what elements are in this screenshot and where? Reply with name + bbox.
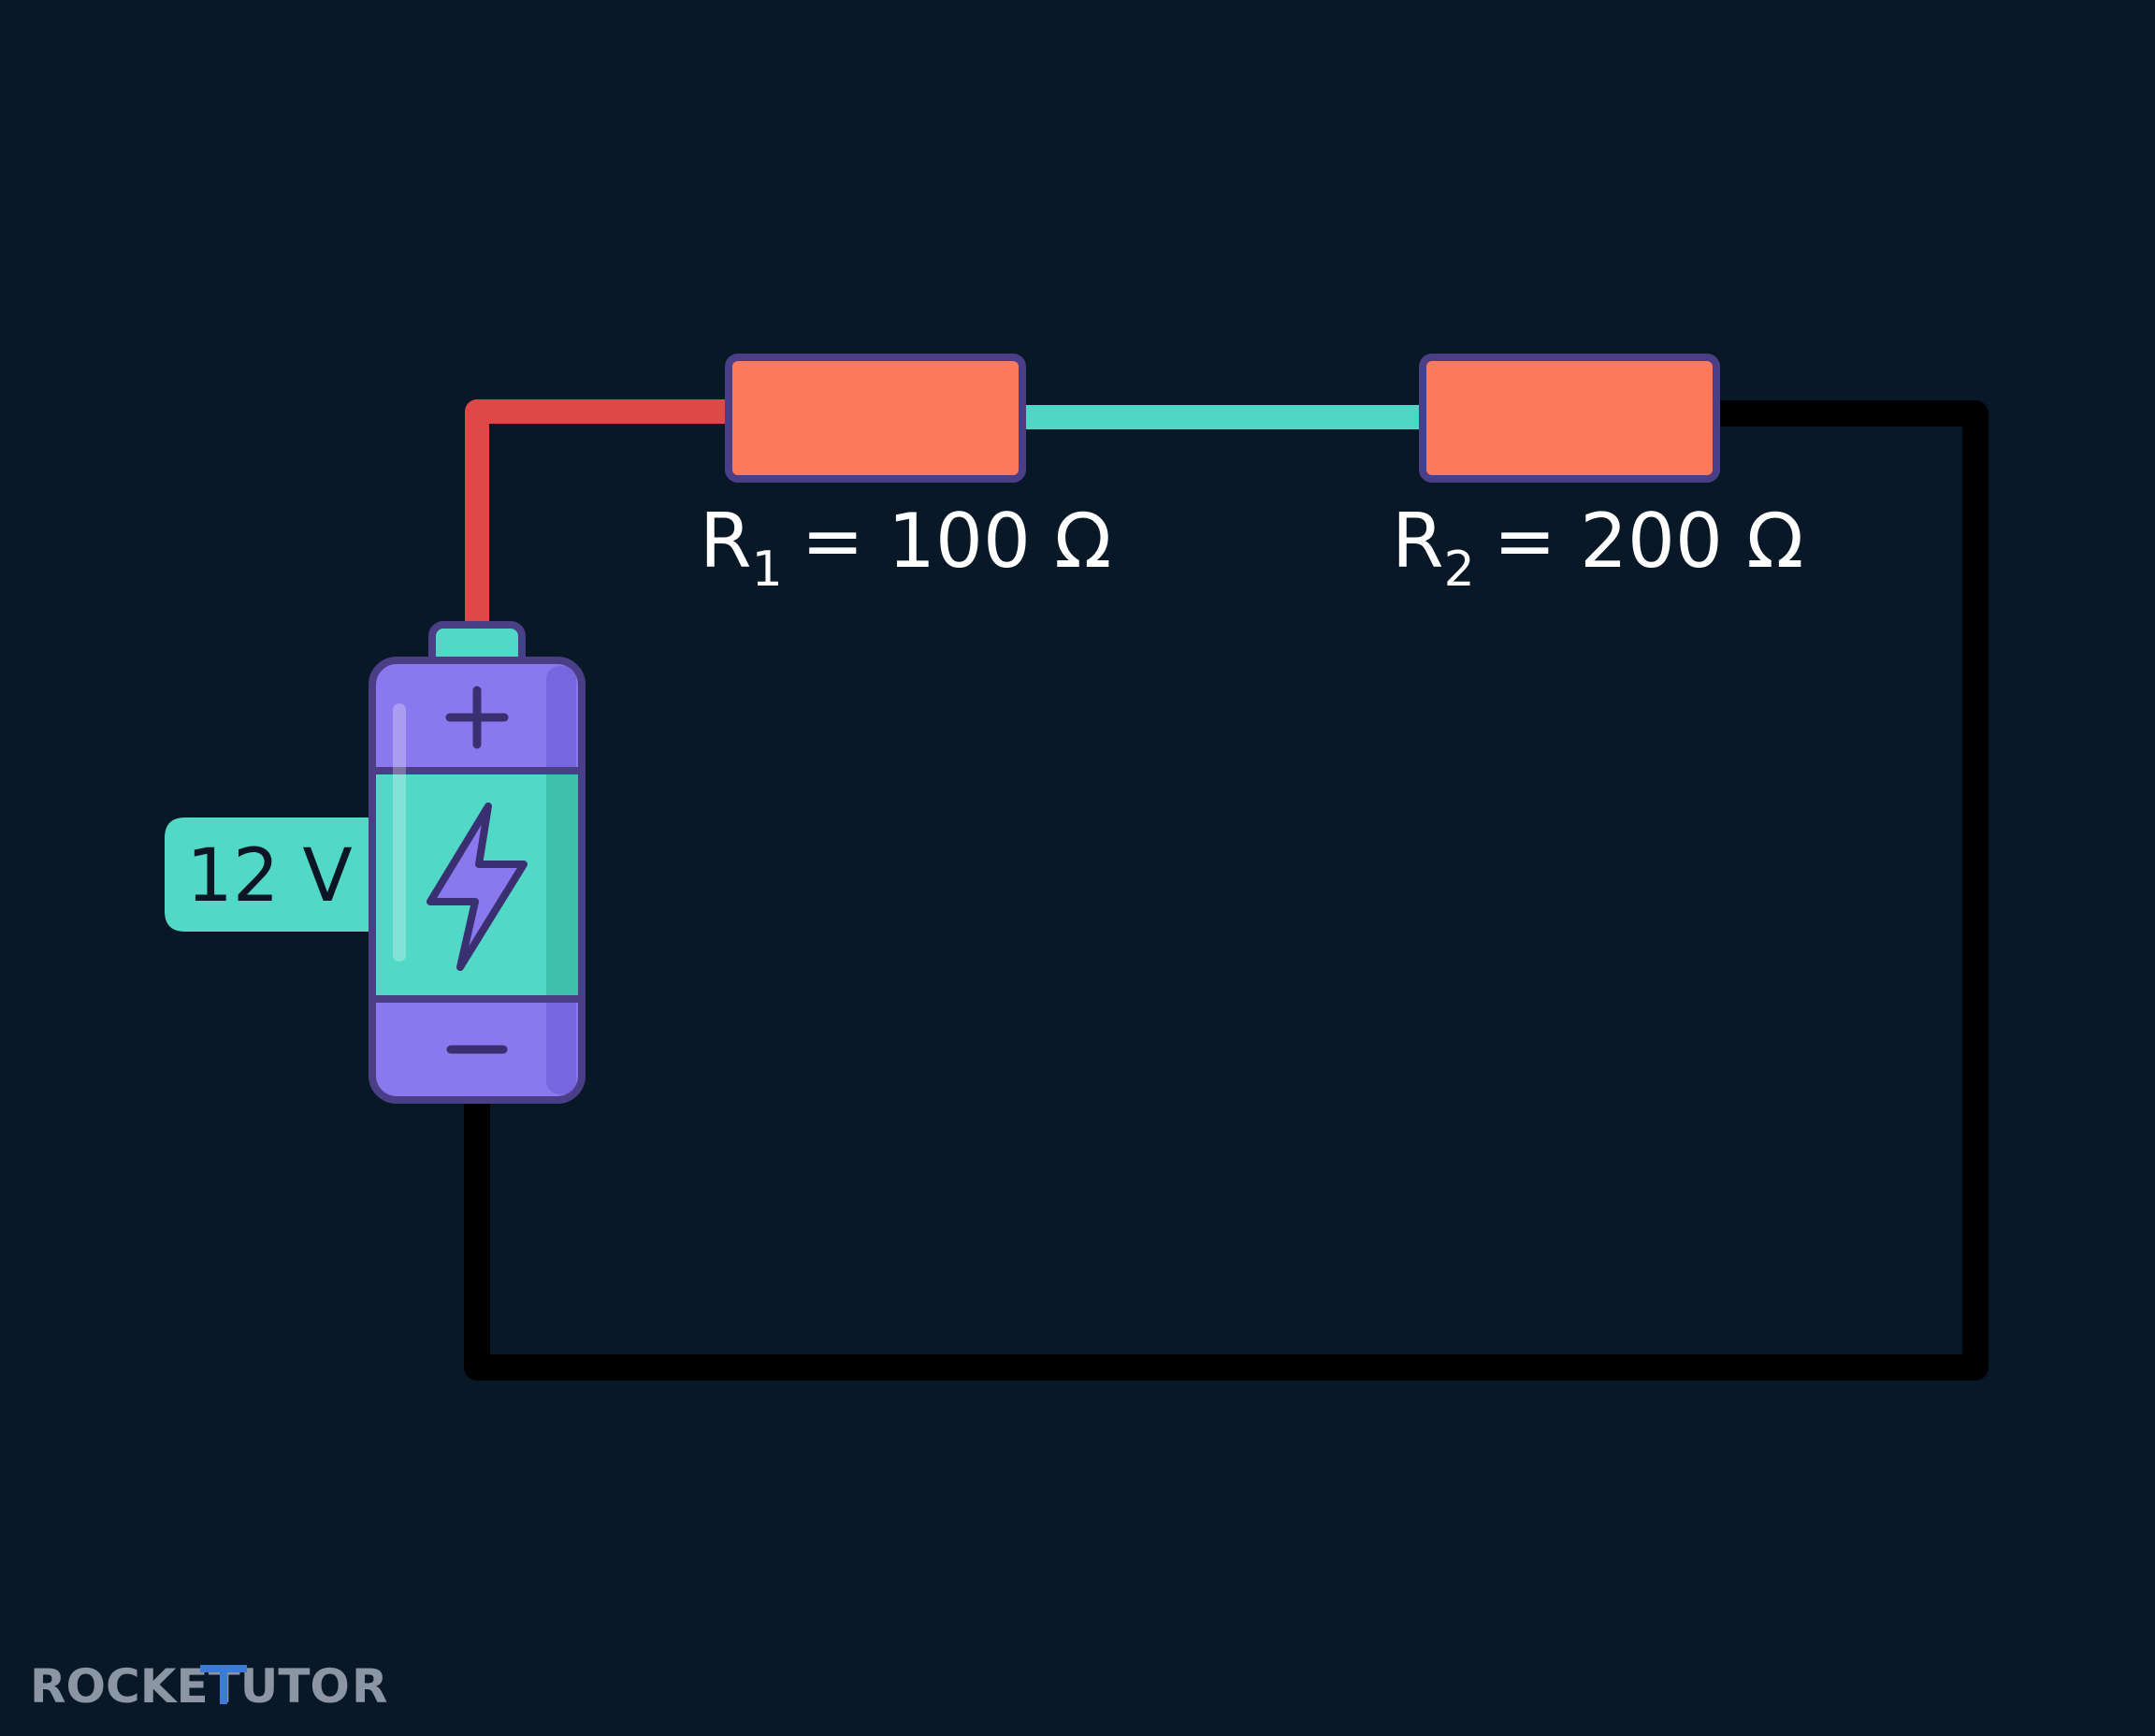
positive-wire — [465, 399, 742, 641]
voltage-tag-shape — [165, 817, 374, 932]
resistor-r2-label: R2 = 200 Ω — [1392, 498, 1803, 598]
lightning-bolt-icon — [427, 803, 528, 971]
wires — [464, 399, 1989, 1381]
resistor-r1: R1 = 100 Ω — [700, 354, 1111, 598]
resistor-r2-name: R — [1392, 498, 1444, 585]
resistor-r2-body — [1419, 354, 1720, 483]
resistor-r1-label: R1 = 100 Ω — [700, 498, 1111, 598]
voltage-label: 12 V — [186, 834, 352, 919]
resistor-r2-subscript: 2 — [1444, 542, 1475, 598]
plus-icon — [445, 686, 509, 749]
logo-part3: R — [352, 1659, 388, 1714]
logo-part1: ROCKE — [30, 1659, 209, 1714]
battery — [369, 621, 586, 1104]
resistor-r1-body — [725, 354, 1026, 483]
resistor-r1-name: R — [700, 498, 752, 585]
resistor-r1-value: = 100 Ω — [802, 498, 1112, 585]
return-wire — [464, 400, 1989, 1381]
resistor-r2-value: = 200 Ω — [1494, 498, 1804, 585]
resistor-r2: R2 = 200 Ω — [1392, 354, 1803, 598]
battery-highlight — [393, 703, 406, 962]
battery-band-shade — [546, 771, 578, 999]
voltage-tag: 12 V — [165, 817, 374, 932]
resistor-r1-subscript: 1 — [752, 542, 783, 598]
rocketutor-logo: ROCKETUTOR — [30, 1659, 387, 1714]
logo-plus-icon — [200, 1665, 247, 1704]
